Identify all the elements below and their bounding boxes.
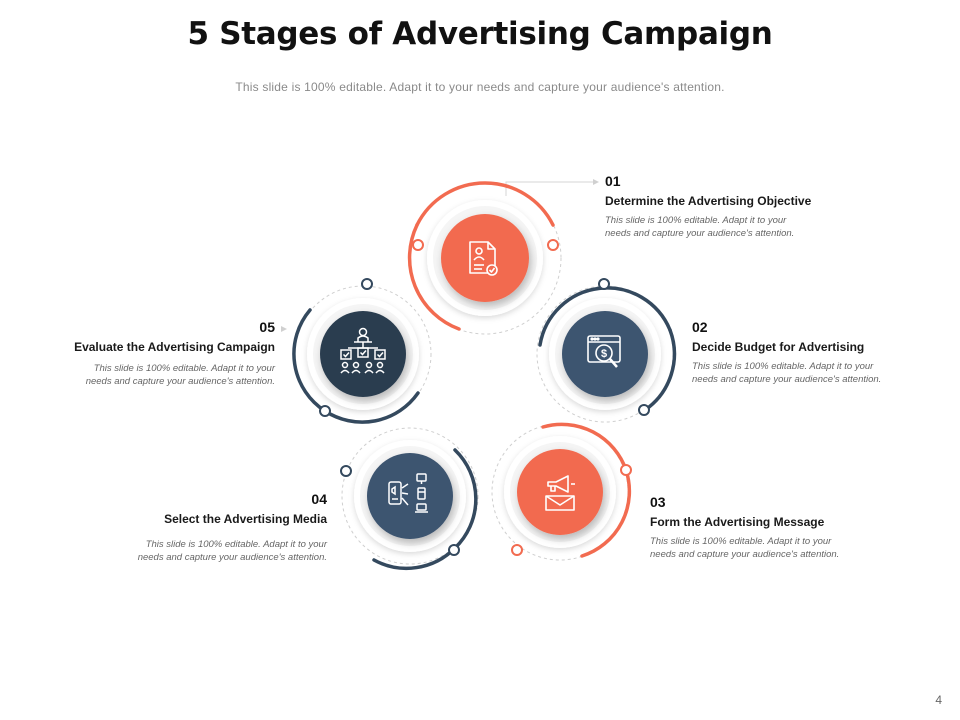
connector-arrow-01 — [593, 179, 599, 185]
stage-desc-03: This slide is 100% editable. Adapt it to… — [650, 535, 839, 561]
node-dot — [511, 544, 523, 556]
stage-circle-03 — [491, 422, 632, 561]
stage-title-01: Determine the Advertising Objective — [605, 194, 812, 208]
connector-arrow-05 — [281, 326, 287, 332]
progress-arc-05 — [292, 308, 327, 413]
stage-desc-03-line2: needs and capture your audience's attent… — [650, 549, 840, 560]
stage-circle-05 — [292, 278, 432, 424]
node-dot — [361, 278, 373, 290]
slide-title: 5 Stages of Advertising Campaign — [187, 16, 773, 52]
stage-title-04: Select the Advertising Media — [164, 512, 327, 526]
team-evaluation-icon — [340, 327, 386, 374]
stage-desc-04: This slide is 100% editable. Adapt it to… — [138, 538, 327, 564]
stage-desc-04-line1: This slide is 100% editable. Adapt it to… — [145, 539, 327, 550]
stage-title-05: Evaluate the Advertising Campaign — [74, 340, 275, 354]
stage-desc-05: This slide is 100% editable. Adapt it to… — [74, 362, 275, 388]
stage-04-text: 04 Select the Advertising Media This sli… — [138, 491, 327, 564]
node-dot — [448, 544, 460, 556]
document-checkmark-icon — [469, 241, 498, 276]
stage-circle-01 — [407, 181, 562, 335]
stage-circle-04 — [340, 427, 479, 571]
progress-arc-03 — [541, 422, 628, 472]
svg-text:$: $ — [601, 348, 607, 360]
stage-02-text: 02 Decide Budget for Advertising This sl… — [692, 319, 881, 386]
megaphone-envelope-icon — [545, 475, 575, 511]
connector-line-01 — [505, 181, 595, 196]
node-dot — [340, 465, 352, 477]
stage-desc-05-line1: This slide is 100% editable. Adapt it to… — [93, 363, 275, 374]
node-dot — [598, 278, 610, 290]
node-dot — [638, 404, 650, 416]
stage-number-02: 02 — [692, 319, 708, 335]
stage-01-text: 01 Determine the Advertising Objective T… — [605, 173, 811, 240]
stage-title-02: Decide Budget for Advertising — [692, 340, 865, 354]
dollar-search-icon: $ — [587, 335, 621, 368]
stage-desc-03-line1: This slide is 100% editable. Adapt it to… — [650, 536, 832, 547]
node-dot — [319, 405, 331, 417]
stage-number-05: 05 — [259, 319, 275, 335]
stage-circle-02 — [536, 278, 677, 423]
stage-desc-04-line2: needs and capture your audience's attent… — [137, 552, 327, 563]
stage-title-03: Form the Advertising Message — [650, 515, 825, 529]
stage-number-03: 03 — [650, 494, 666, 510]
stage-03-text: 03 Form the Advertising Message This sli… — [650, 494, 839, 561]
stage-desc-02: This slide is 100% editable. Adapt it to… — [692, 360, 881, 386]
stage-number-01: 01 — [605, 173, 621, 189]
node-dot — [547, 239, 559, 251]
progress-arc-04 — [453, 448, 478, 550]
media-devices-icon — [388, 473, 428, 513]
node-dot — [620, 464, 632, 476]
slide-subtitle: This slide is 100% editable. Adapt it to… — [235, 80, 725, 94]
stage-desc-01-line2: needs and capture your audience's attent… — [605, 228, 795, 239]
stage-05-text: 05 Evaluate the Advertising Campaign Thi… — [74, 319, 275, 388]
stage-desc-01: This slide is 100% editable. Adapt it to… — [605, 214, 811, 240]
node-dot — [412, 239, 424, 251]
progress-arc-02 — [538, 286, 672, 347]
stage-desc-01-line1: This slide is 100% editable. Adapt it to… — [605, 215, 787, 226]
stage-number-04: 04 — [311, 491, 327, 507]
stage-desc-05-line2: needs and capture your audience's attent… — [85, 376, 275, 387]
stage-desc-02-line1: This slide is 100% editable. Adapt it to… — [692, 361, 874, 372]
progress-arc-01 — [415, 181, 555, 227]
stage-desc-02-line2: needs and capture your audience's attent… — [692, 374, 882, 385]
page-number: 4 — [935, 693, 942, 707]
